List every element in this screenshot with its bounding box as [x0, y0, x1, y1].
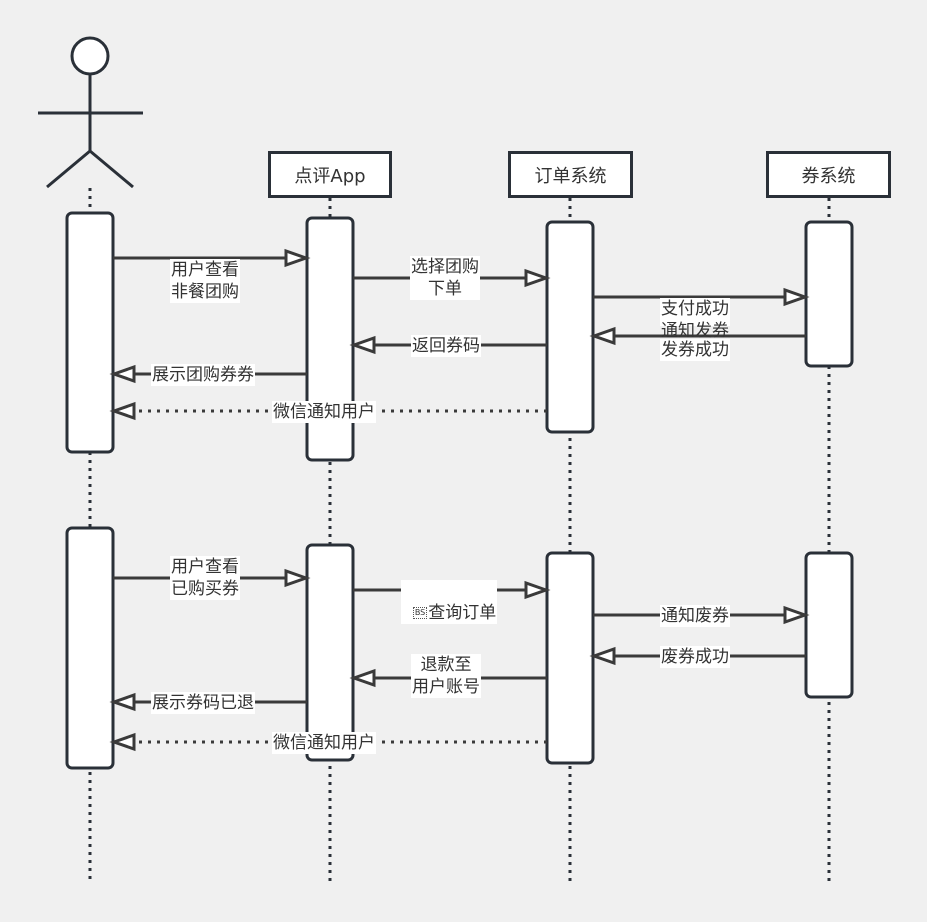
message-label: 选择团购 下单 [410, 256, 480, 300]
activation-coupon[interactable] [804, 551, 854, 699]
message-arrow[interactable] [593, 287, 810, 307]
message-label-text: 查询订单 [428, 603, 497, 623]
activation-user[interactable] [65, 526, 115, 770]
open-arrowhead-icon [284, 568, 311, 588]
open-arrowhead-icon [589, 326, 616, 346]
activation-order[interactable] [545, 551, 595, 765]
open-arrowhead-icon [783, 605, 810, 625]
message-label: 展示券码已退 [151, 692, 255, 714]
message-label: 废券成功 [660, 646, 730, 668]
control-char-glyph: BS [412, 607, 428, 619]
message-label: 展示团购券券 [151, 364, 255, 386]
message-label: 退款至 用户账号 [411, 654, 481, 698]
activation-coupon[interactable] [804, 220, 854, 368]
open-arrowhead-icon [524, 268, 551, 288]
actor-left-leg [46, 149, 91, 189]
participant-order-label: 订单系统 [534, 165, 607, 187]
activation-app[interactable] [305, 216, 355, 462]
activation-order[interactable] [545, 220, 595, 434]
open-arrowhead-icon [783, 287, 810, 307]
message-label: 用户查看 已购买券 [170, 556, 240, 600]
open-arrowhead-icon [109, 401, 136, 421]
message-label: 通知废券 [660, 605, 730, 627]
participant-coupon[interactable]: 券系统 [766, 151, 891, 198]
open-arrowhead-icon [589, 646, 616, 666]
participant-app[interactable]: 点评App [268, 151, 392, 198]
open-arrowhead-icon [349, 335, 376, 355]
open-arrowhead-icon [109, 364, 136, 384]
open-arrowhead-icon [109, 692, 136, 712]
actor-head [70, 36, 110, 76]
message-arrow[interactable] [113, 248, 311, 268]
message-label: 用户查看 非餐团购 [170, 259, 240, 303]
activation-user[interactable] [65, 211, 115, 454]
participant-order[interactable]: 订单系统 [508, 151, 633, 198]
open-arrowhead-icon [109, 732, 136, 752]
actor-right-leg [89, 149, 134, 189]
participant-coupon-label: 券系统 [801, 165, 856, 187]
actor-user[interactable] [38, 36, 143, 189]
message-label: 返回券码 [411, 335, 481, 357]
open-arrowhead-icon [524, 580, 551, 600]
open-arrowhead-icon [284, 248, 311, 268]
message-arrow[interactable] [589, 326, 806, 346]
participant-app-label: 点评App [294, 165, 366, 187]
open-arrowhead-icon [349, 668, 376, 688]
message-label: 支付成功 通知发券 [660, 298, 730, 341]
activation-app[interactable] [305, 543, 355, 762]
message-label: 微信通知用户 [272, 732, 376, 754]
message-label: 微信通知用户 [272, 401, 376, 423]
message-label: 发券成功 [660, 339, 730, 361]
